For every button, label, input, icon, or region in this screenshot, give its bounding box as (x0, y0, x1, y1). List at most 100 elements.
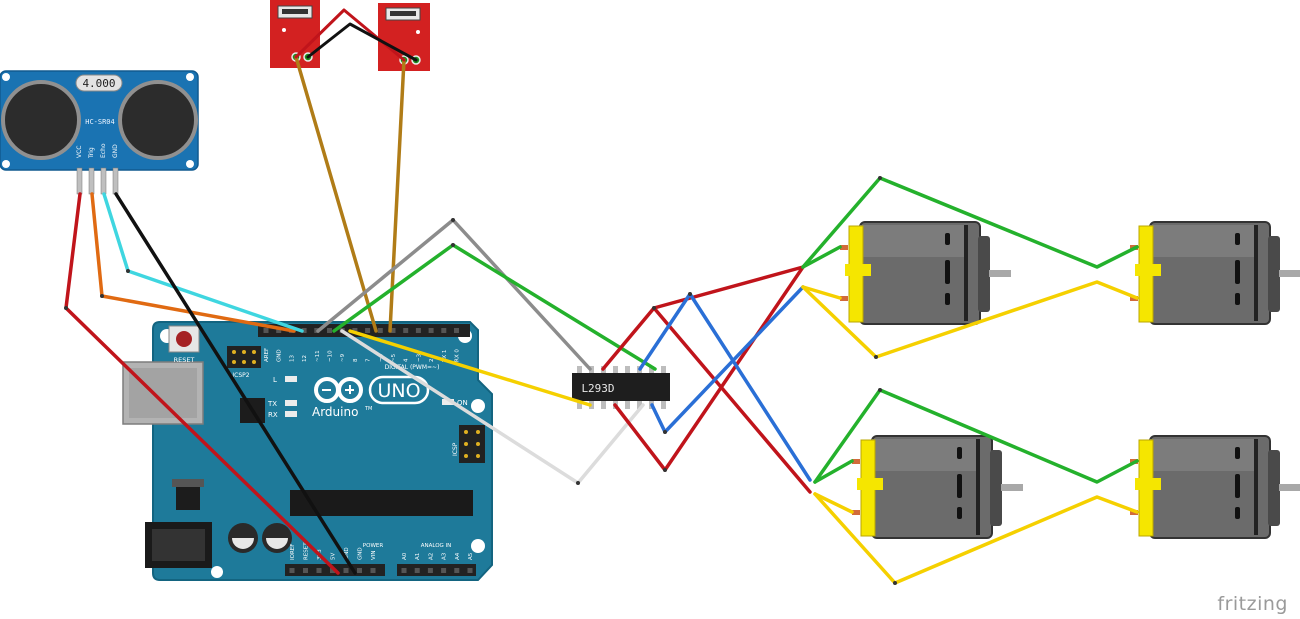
header-pin (427, 568, 433, 573)
wire-yellow-motor-top-short (801, 285, 842, 300)
power-label: POWER (363, 543, 384, 549)
header-pin-label: 12 (302, 355, 308, 362)
header-pin-label: RX 0 (455, 349, 461, 362)
header-pin (441, 328, 447, 333)
header-pin (390, 328, 396, 333)
header-pin-label: A0 (402, 552, 408, 560)
header-pin-label: 7 (366, 358, 372, 362)
digital-label: DIGITAL (PWM=~) (385, 364, 440, 371)
analog-label: ANALOG IN (421, 543, 452, 549)
wire-orange-sensor-trig (90, 192, 296, 333)
ir-module-right (378, 3, 430, 71)
motor-bottom-left (852, 435, 1023, 539)
reset-label: RESET (174, 356, 195, 364)
reset-button: RESET (168, 325, 200, 364)
wire-green-motor-bottom-short (813, 459, 854, 484)
wire-brown-ir-left (294, 55, 378, 333)
header-pin-label: ~5 (391, 353, 397, 362)
header-pin (454, 328, 459, 333)
header-pin (454, 568, 460, 573)
header-pin-label: ~10 (328, 350, 334, 362)
header-pin-label: IOREF (290, 544, 296, 560)
motor-top-left (840, 221, 1011, 325)
header-pin (441, 568, 447, 573)
header-pin-label: TX 1 (442, 350, 448, 363)
header-pin-label: 2 (429, 359, 435, 363)
header-pin-label: GND (358, 547, 364, 560)
ic-label: L293D (581, 382, 614, 395)
arduino-tm: TM (364, 406, 372, 412)
wire-yellow-motor-bottom (813, 492, 1139, 585)
arduino-logo: Arduino TM UNO (312, 375, 430, 419)
capacitors (228, 523, 292, 553)
led-l-label: L (273, 376, 277, 384)
led-tx-label: TX (267, 400, 277, 408)
header-pin (352, 328, 358, 333)
header-pin-label: GND (277, 349, 283, 362)
header-pin (316, 568, 322, 573)
header-pin (370, 568, 376, 573)
header-pin (377, 328, 383, 333)
fritzing-watermark: fritzing (1217, 593, 1288, 615)
header-pin-label: ~9 (340, 353, 346, 362)
led-rx-label: RX (268, 411, 278, 419)
wire-green-motor-top (801, 176, 1139, 269)
header-pin (414, 568, 420, 573)
icsp-label: ICSP (452, 442, 459, 456)
header-pin-label: AREF (264, 348, 270, 362)
header-pin-label: GND (344, 547, 350, 560)
header-pin (357, 568, 362, 573)
header-pin-label: 13 (289, 355, 295, 362)
wire-red-out-2 (613, 265, 805, 472)
wire-blue-out-2 (650, 285, 805, 434)
header-pin (301, 328, 307, 333)
header-pin (428, 328, 434, 333)
header-pin-label: ~3 (416, 353, 422, 362)
header-pin-label: 8 (353, 358, 359, 362)
icsp-header: ICSP (452, 425, 485, 463)
sensor-display: 4.000 (82, 77, 115, 90)
wire-yellow-motor-bottom-short (813, 492, 854, 514)
wire-yellow-input (348, 329, 592, 407)
status-leds: L TX RX ON (267, 376, 468, 419)
header-pin (263, 328, 269, 333)
header-pin (327, 328, 332, 333)
uno-label: UNO (377, 380, 420, 402)
wire-black-ir-gnd (306, 22, 418, 62)
led-on-label: ON (457, 399, 468, 407)
sensor-pin-labels: VCC Trig Echo GND (76, 143, 119, 159)
header-pin-label: A5 (468, 552, 474, 560)
wire-brown-ir-right (388, 58, 406, 333)
wire-green-motor-top-short (801, 245, 842, 269)
header-pin (330, 568, 335, 573)
wire-joints (64, 176, 897, 585)
header-pin (303, 568, 308, 573)
header-pin-label: 4 (404, 358, 410, 362)
sensor-model-label: HC-SR04 (85, 118, 115, 126)
header-pin-label: A1 (415, 553, 421, 560)
header-pin (467, 568, 473, 573)
header-pin-label: ~11 (315, 350, 321, 362)
sensor-pin-label: VCC (76, 146, 83, 158)
header-pin-label: A3 (442, 552, 448, 560)
wire-cyan-sensor-echo (102, 192, 304, 333)
atmega-chip (290, 490, 473, 516)
arduino-brand: Arduino (312, 405, 358, 419)
header-pin (415, 328, 421, 333)
header-pin (343, 568, 349, 573)
ultrasonic-sensor: 4.000 HC-SR04 VCC Trig Echo GND (0, 70, 199, 195)
header-pin-label: A4 (455, 552, 461, 560)
sensor-pin-label: Trig (88, 147, 95, 159)
wire-black-sensor-gnd (114, 192, 357, 575)
sensor-pin-label: Echo (100, 143, 107, 158)
wire-yellow-motor-top (801, 280, 1139, 359)
header-pin-label: VIN (371, 551, 377, 561)
wire-green-motor-bottom (813, 388, 1139, 484)
motor-top-right (1130, 221, 1300, 325)
icsp2-header: ICSP2 (227, 346, 261, 379)
header-pin (276, 328, 282, 333)
wire-red-out-3 (652, 306, 812, 494)
